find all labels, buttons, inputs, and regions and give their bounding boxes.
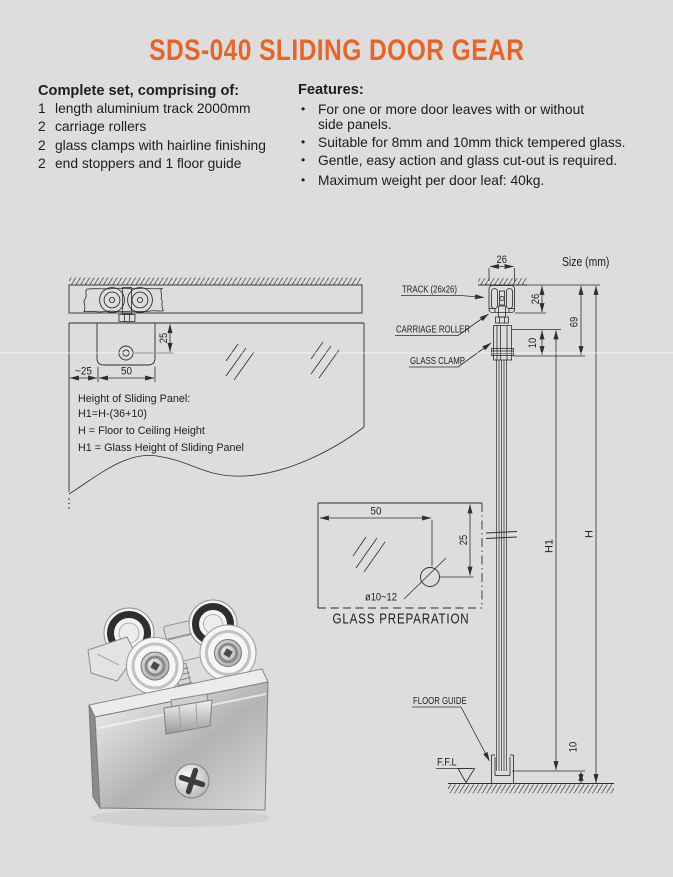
dim-label-h1: H1 (544, 539, 556, 553)
ceiling-hatch (69, 277, 361, 285)
page-title: SDS-040 SLIDING DOOR GEAR (0, 34, 673, 68)
glass-clamp-label: GLASS CLAMP (410, 355, 465, 366)
ceiling-hatch (478, 278, 527, 285)
roller-wheel-back-right (188, 599, 238, 649)
item-text: end stoppers and 1 floor guide (55, 155, 242, 171)
features-heading: Features: (298, 82, 364, 98)
dim-label: ~25 (75, 366, 92, 378)
roller-wheel-front-right (199, 624, 257, 682)
dim-label: 10 (527, 338, 539, 349)
complete-set-heading: Complete set, comprising of: (38, 83, 240, 99)
note-line: H1=H-(36+10) (78, 408, 148, 421)
hole-diameter-label: ø10~12 (365, 592, 397, 604)
dim-label: 25 (158, 333, 170, 344)
bullet-icon: • (301, 101, 306, 116)
panel-height-note: Height of Sliding Panel: H1=H-(36+10) H … (78, 392, 244, 456)
dim-label: 50 (370, 506, 381, 518)
complete-set-section: Complete set, comprising of: 1 length alu… (38, 82, 298, 173)
item-text: length aluminium track 2000mm (55, 101, 251, 116)
carriage-roller-label: CARRIAGE ROLLER (396, 324, 470, 335)
drill-hole (420, 567, 440, 587)
floor-hatch (448, 784, 614, 794)
feature-item: • Gentle, easy action and glass cut-out … (298, 153, 660, 169)
glass-clamp-side (491, 325, 514, 361)
complete-set-item: 2 carriage rollers (38, 118, 298, 136)
item-qty: 2 (38, 137, 46, 153)
dim-label: 26 (530, 294, 542, 305)
dim-label: 26 (497, 254, 508, 266)
complete-set-item: 2 end stoppers and 1 floor guide (38, 155, 298, 173)
elevation-dimensions (512, 285, 599, 784)
feature-text: Suitable for 8mm and 10mm thick tempered… (318, 135, 626, 151)
glass-preparation-diagram (317, 502, 483, 609)
note-line: H = Floor to Ceiling Height (78, 424, 205, 437)
photo-shadow (90, 809, 270, 827)
prep-dimensions (319, 504, 474, 578)
track-profile (488, 285, 515, 313)
feature-item: • For one or more door leaves with or wi… (298, 102, 660, 133)
roller-wheel-right (127, 287, 153, 313)
glass-clamp-body (88, 668, 269, 811)
page-title-text: SDS-040 SLIDING DOOR GEAR (148, 34, 525, 67)
bullet-icon: • (301, 153, 306, 168)
drawing-labels: 26 Size (mm) TRACK (26x26) CARRIAGE ROLL… (75, 254, 609, 768)
feature-text: side panels. (318, 117, 392, 133)
break-continuation-dots (68, 498, 70, 509)
floor-guide-label: FLOOR GUIDE (413, 695, 467, 706)
carriage-roller-cutout (83, 287, 165, 313)
complete-set-item: 2 glass clamps with hairline finishing (38, 137, 298, 155)
feature-item: • Suitable for 8mm and 10mm thick temper… (298, 135, 660, 151)
item-text: glass clamps with hairline finishing (55, 137, 266, 153)
glass-hatch-marks (225, 341, 340, 381)
bullet-icon: • (301, 135, 306, 150)
glass-clamp-front (96, 322, 156, 366)
bracket-edge-line (96, 653, 120, 666)
glass-preparation-caption: GLASS PREPARATION (333, 610, 470, 627)
track-label: TRACK (26x26) (402, 284, 457, 295)
dim-label: 10 (568, 742, 580, 753)
glass-break-symbol (485, 531, 518, 539)
feature-text: For one or more door leaves with or with… (318, 101, 585, 117)
glass-hatch-marks (352, 536, 386, 573)
dim-label: 25 (458, 535, 470, 546)
floor-guide-channel (491, 754, 514, 783)
note-line: H1 = Glass Height of Sliding Panel (78, 441, 244, 454)
dim-label: 69 (569, 317, 581, 328)
item-qty: 1 (38, 101, 46, 116)
scan-artifact-band (0, 352, 673, 354)
dim-label: 50 (121, 366, 132, 378)
item-qty: 2 (38, 119, 46, 135)
feature-item: • Maximum weight per door leaf: 40kg. (298, 173, 660, 189)
hanger-bolt (118, 287, 136, 324)
feature-text: Gentle, easy action and glass cut-out is… (318, 153, 618, 169)
feature-text: Maximum weight per door leaf: 40kg. (318, 172, 545, 188)
ffl-label: F.F.L (437, 757, 457, 769)
leader-lines (395, 294, 492, 762)
clamp-front-face (94, 681, 269, 811)
complete-set-item: 1 length aluminium track 2000mm (38, 100, 298, 118)
bullet-icon: • (301, 172, 306, 187)
hex-nut (163, 693, 213, 735)
phillips-screw (174, 763, 210, 799)
glass-break-line (68, 426, 365, 495)
product-photo (87, 599, 270, 827)
hole-leader-line (403, 557, 447, 600)
features-section: Features: • For one or more door leaves … (298, 82, 660, 188)
hanger-bolt-side (495, 305, 509, 324)
item-qty: 2 (38, 155, 46, 171)
track-section (68, 284, 363, 314)
item-text: carriage rollers (55, 119, 147, 135)
roller-wheel-front-left (126, 637, 184, 695)
roller-wheel-left (99, 287, 125, 313)
dim-label-h: H (584, 530, 596, 538)
clamp-screw-center (122, 349, 130, 357)
elevation-view-side (395, 264, 614, 794)
note-line: Height of Sliding Panel: (78, 393, 191, 405)
ffl-symbol (436, 768, 476, 784)
size-units-label: Size (mm) (562, 255, 609, 269)
section-dimensions (69, 323, 174, 382)
glass-panel-side (496, 360, 507, 771)
section-view-front (68, 277, 365, 509)
